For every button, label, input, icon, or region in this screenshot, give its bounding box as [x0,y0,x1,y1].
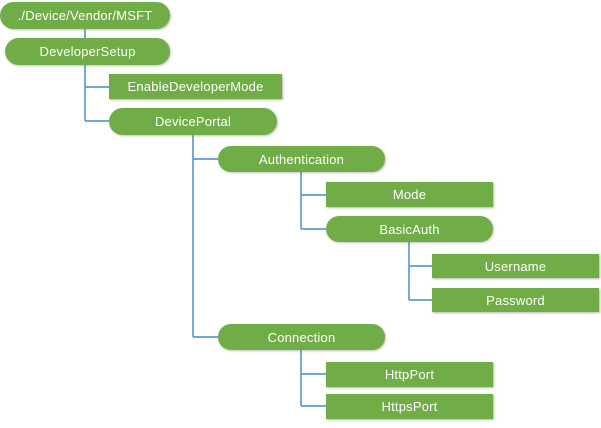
node-connection[interactable]: Connection [218,324,385,350]
node-label-password: Password [486,292,545,308]
node-label-httpport: HttpPort [384,367,435,382]
node-developersetup[interactable]: DeveloperSetup [5,38,170,65]
node-label-httpsport: HttpsPort [381,399,438,414]
node-label-root: ./Device/Vendor/MSFT [17,8,153,23]
node-httpsport[interactable]: HttpsPort [326,394,493,419]
node-deviceportal[interactable]: DevicePortal [109,108,277,135]
node-label-connection: Connection [267,329,336,345]
node-username[interactable]: Username [432,254,599,278]
node-password[interactable]: Password [432,288,599,312]
node-root[interactable]: ./Device/Vendor/MSFT [0,2,170,29]
node-httpport[interactable]: HttpPort [326,362,493,387]
node-label-deviceportal: DevicePortal [154,114,232,129]
node-label-developersetup: DeveloperSetup [39,44,136,59]
node-label-enabledevelopermode: EnableDeveloperMode [127,79,264,94]
node-label-basicauth: BasicAuth [379,221,440,237]
node-mode[interactable]: Mode [326,182,493,207]
node-label-mode: Mode [392,187,427,202]
node-authentication[interactable]: Authentication [218,146,385,172]
node-enabledevelopermode[interactable]: EnableDeveloperMode [109,74,282,99]
node-label-authentication: Authentication [258,151,345,167]
node-basicauth[interactable]: BasicAuth [326,216,493,242]
node-label-username: Username [484,258,547,274]
